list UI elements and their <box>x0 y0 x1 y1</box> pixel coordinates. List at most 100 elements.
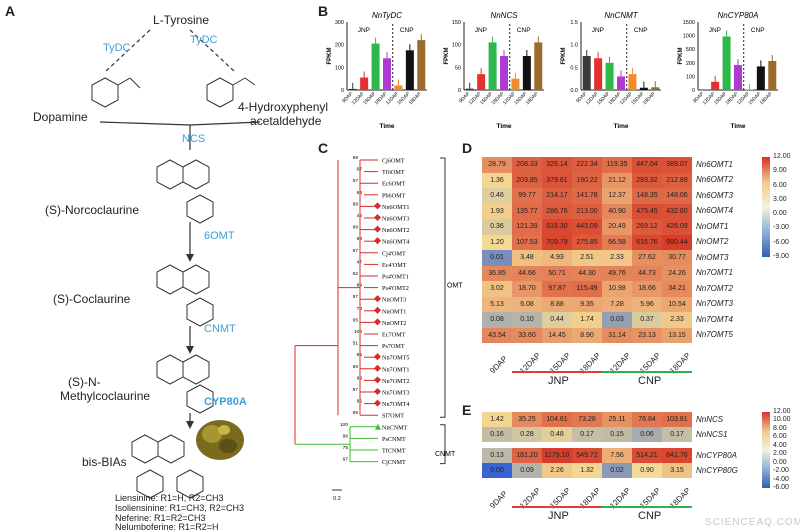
bootstrap-value: 99 <box>353 225 359 231</box>
heatmap-d-colorbar-tick: 6.00 <box>773 181 787 189</box>
heatmap-d-cell: 426.09 <box>662 219 692 235</box>
heatmap-d-cell: 148.06 <box>662 188 692 204</box>
heatmap-e-cell: 0.17 <box>572 427 602 442</box>
heatmap-d-cell: 99.77 <box>512 188 542 204</box>
nmc-label-1: (S)-N- <box>68 375 101 389</box>
bar-panel-1: NnNCS150100500FPKM9DAP12DAP15DAP18DAP12D… <box>444 11 544 130</box>
heatmap-d-cnp-label: CNP <box>638 375 662 387</box>
bootstrap-value: 97 <box>353 294 359 300</box>
heatmap-d-row-label: NnOMT3 <box>696 252 729 262</box>
bootstrap-value: 59 <box>353 364 359 370</box>
bootstrap-value: 97 <box>353 387 359 393</box>
heatmap-e-col-label: 9DAP <box>488 489 510 511</box>
heatmap-d-cell: 443.09 <box>572 219 602 235</box>
tydc-right-label: TyDC <box>190 34 218 46</box>
bootstrap-value: 47 <box>357 259 363 265</box>
heatmap-d-cell: 0.36 <box>482 219 512 235</box>
cnmt-bracket <box>440 424 446 465</box>
heatmap-d-cell: 212.89 <box>662 172 692 188</box>
heatmap-d-cell: 1.93 <box>482 203 512 219</box>
tree-leaf-label: Nn6OMT1 <box>382 204 410 211</box>
heatmap-e-cell: 549.72 <box>572 448 602 463</box>
heatmap-d-cell: 148.35 <box>632 188 662 204</box>
tree-leaf-label: Ps4'OMT2 <box>382 285 409 292</box>
bootstrap-value: 100 <box>354 329 362 335</box>
heatmap-e-colorbar-tick: -6.00 <box>773 484 789 491</box>
heatmap-d-cell: 119.35 <box>602 157 632 173</box>
bar <box>711 81 720 90</box>
heatmap-d-cell: 5.13 <box>482 296 512 312</box>
bar <box>722 36 731 90</box>
bootstrap-value: 67 <box>357 167 363 173</box>
heatmap-d-cell: 0.37 <box>632 312 662 328</box>
heatmap-d-cell: 24.26 <box>662 265 692 281</box>
y-tick-label: 150 <box>452 20 461 26</box>
heatmap-d-cell: 326.14 <box>542 157 572 173</box>
note-liensinine: Liensinine: R1=H, R2=CH3 <box>115 493 224 503</box>
heatmap-d-jnp-line <box>512 371 602 373</box>
heatmap-e-cell: 3.15 <box>662 463 692 478</box>
heatmap-d-row-label: Nn6OMT4 <box>696 206 733 216</box>
y-axis-label: FPKM <box>444 48 450 65</box>
heatmap-d-row-label: Nn6OMT2 <box>696 175 733 185</box>
pathway-diagram <box>91 29 261 499</box>
heatmap-d-cell: 44.66 <box>512 265 542 281</box>
cnp-label: CNP <box>751 27 765 34</box>
panel-label-a: A <box>5 3 16 19</box>
heatmap-d-cell: 44.73 <box>632 265 662 281</box>
bootstrap-value: 46 <box>357 213 363 219</box>
bar <box>405 50 414 90</box>
tree-leaf-label: Ec6OMT <box>382 181 406 188</box>
heatmap-d-cell: 8.88 <box>542 296 572 312</box>
heatmap-d-colorbar-tick: 12.00 <box>773 153 791 160</box>
nelumbo-marker <box>373 225 382 233</box>
phylogenetic-tree: Cj6OMT98Tf6OMT67Ec6OMT57Pb6OMT63Nn6OMT19… <box>294 155 463 502</box>
heatmap-e-cell: 0.48 <box>542 427 572 442</box>
bisbia-label: bis-BIAs <box>82 455 127 469</box>
tree-leaf-label: NnOMT2 <box>382 320 406 327</box>
cnmt-group-label: CNMT <box>435 451 456 458</box>
cyp80a-label: CYP80A <box>204 396 247 408</box>
bar <box>465 88 474 90</box>
heatmap-d-cell: 3.48 <box>512 250 542 266</box>
panel-label-c: C <box>318 140 329 156</box>
heatmap-e-cnp-line <box>602 506 692 508</box>
heatmap-d-cell: 208.33 <box>512 157 542 173</box>
heatmap-d-cell: 9.35 <box>572 296 602 312</box>
heatmap-e-colorbar-tick: 12.00 <box>773 408 791 415</box>
cnp-label: CNP <box>634 27 648 34</box>
bar <box>348 88 357 90</box>
heatmap-d-cell: 222.34 <box>572 157 602 173</box>
heatmap-d-cell: 389.07 <box>662 157 692 173</box>
tree-leaf-label: NnCNMT <box>382 424 408 431</box>
x-axis-label: Time <box>379 123 394 130</box>
heatmap-d-row-label: NnOMT2 <box>696 237 729 247</box>
heatmap-d-cell: 2.51 <box>572 250 602 266</box>
heatmap-d-cell: 27.62 <box>632 250 662 266</box>
heatmap-e-jnp-label: JNP <box>548 510 569 522</box>
tree-leaf-label: TfCNMT <box>382 448 406 455</box>
heatmap-d-cell: 44.30 <box>572 265 602 281</box>
bootstrap-value: 67 <box>353 248 359 254</box>
nmc-label-2: Methylcoclaurine <box>60 389 151 403</box>
bootstrap-value: 95 <box>357 352 363 358</box>
heatmap-d-cell: 10.98 <box>602 281 632 297</box>
hpaa-label-1: 4-Hydroxyphenyl <box>238 100 329 114</box>
tree-leaf-label: Nn7OMT4 <box>382 401 410 408</box>
heatmap-d-cell: 21.12 <box>602 172 632 188</box>
y-tick-label: 100 <box>686 74 695 80</box>
heatmap-e-cell: 1.42 <box>482 412 512 427</box>
tree-leaf-label: Cj6OMT <box>382 158 405 165</box>
heatmap-d-cell: 616.76 <box>632 234 662 250</box>
heatmap-d-cell: 190.22 <box>572 172 602 188</box>
heatmap-d-cell: 286.76 <box>542 203 572 219</box>
heatmap-d-cell: 475.45 <box>632 203 662 219</box>
heatmap-e-cell: 1.32 <box>572 463 602 478</box>
heatmap-e-jnp-line <box>512 506 602 508</box>
bar <box>534 42 543 90</box>
heatmap-d-cell: 0.46 <box>482 188 512 204</box>
tree-leaf-label: Sl7OMT <box>382 413 404 420</box>
y-tick-label: 0.5 <box>570 65 578 71</box>
6omt-label: 6OMT <box>204 230 235 242</box>
